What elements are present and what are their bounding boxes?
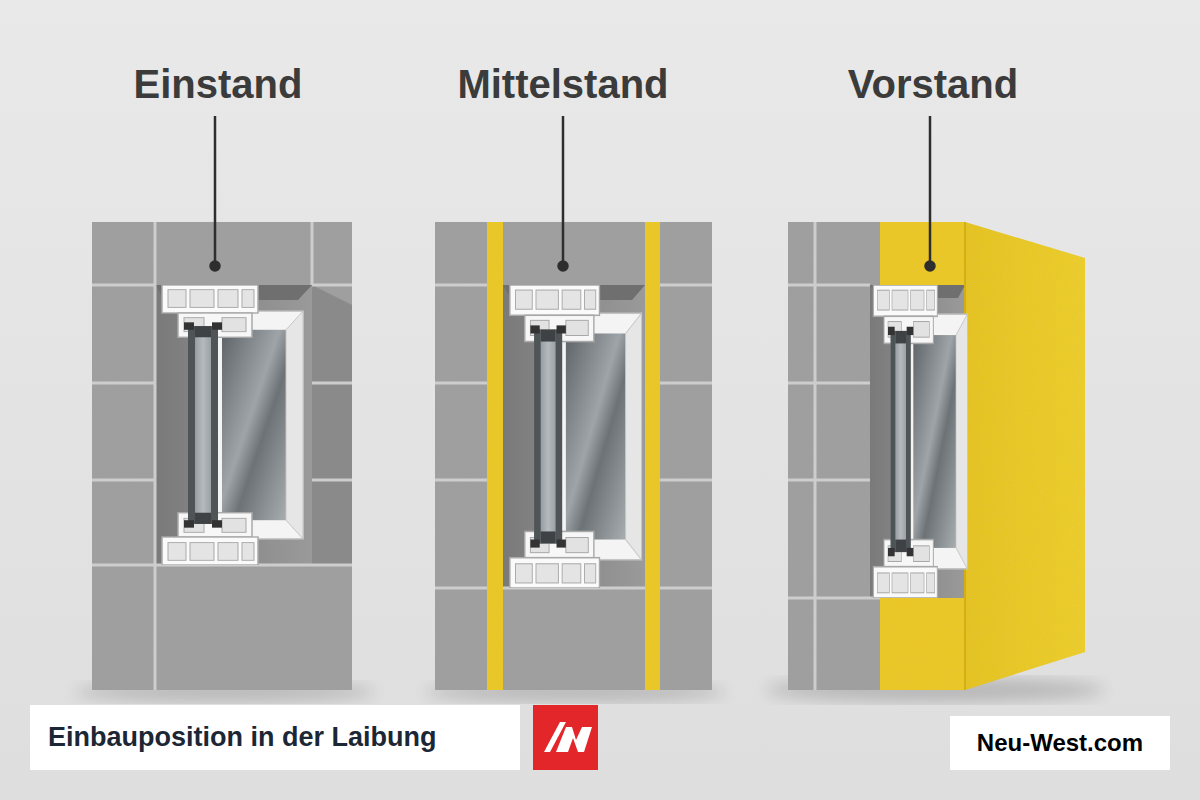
- box-text: Einbauposition in der Laibung: [48, 722, 436, 753]
- leader-line: [211, 116, 935, 271]
- brand-logo: [533, 705, 598, 770]
- position-label: Einstand: [134, 60, 303, 108]
- box-text: Neu-West.com: [977, 729, 1143, 757]
- position-label: Mittelstand: [457, 60, 668, 108]
- caption-box: Einbauposition in der Laibung: [30, 705, 520, 770]
- brand-box: Neu-West.com: [950, 716, 1170, 770]
- position-label: Vorstand: [848, 60, 1018, 108]
